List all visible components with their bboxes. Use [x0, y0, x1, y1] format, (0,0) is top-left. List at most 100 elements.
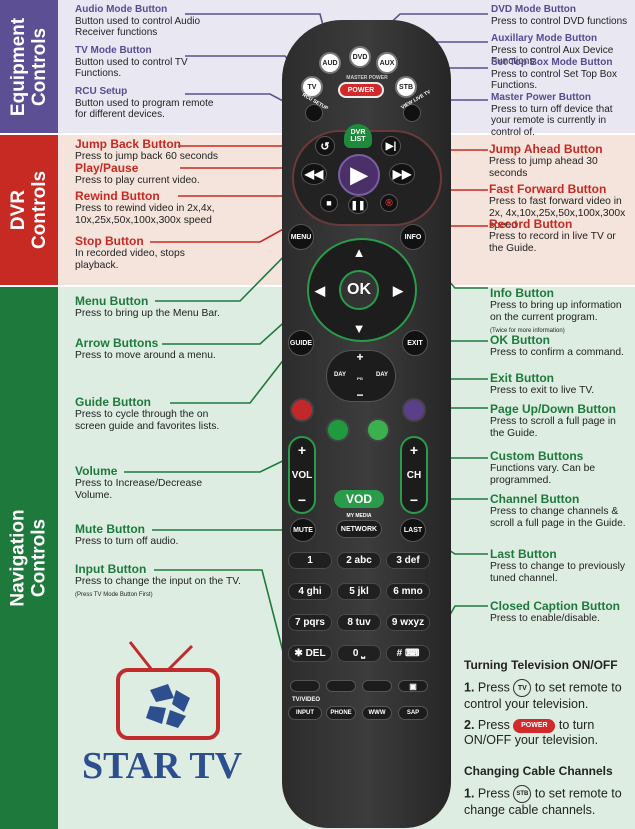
jump-back-button[interactable]: ↺ — [315, 136, 335, 156]
key-2[interactable]: 2 abc — [337, 552, 381, 569]
tv-logo-icon — [116, 641, 220, 740]
tv-video-caption: TV/VIDEO — [291, 697, 320, 703]
vod-button[interactable]: VOD — [334, 490, 384, 508]
www-button[interactable]: WWW — [362, 706, 392, 720]
view-live-tv-button[interactable] — [403, 104, 421, 122]
rcu-setup-button[interactable] — [305, 104, 323, 122]
logo-text: STAR TV — [82, 745, 243, 787]
network-button[interactable]: NETWORK — [336, 520, 382, 538]
stb-button[interactable]: STB — [395, 76, 417, 98]
custom-green-button-2[interactable] — [366, 418, 390, 442]
key-8[interactable]: 8 tuv — [337, 614, 381, 631]
equipment-heading: Equipment Controls — [8, 17, 51, 116]
key-del[interactable]: ✱ DEL — [288, 645, 332, 662]
my-media-caption: MY MEDIA — [346, 513, 372, 519]
custom-purple-button[interactable] — [402, 398, 426, 422]
arrow-up-button[interactable]: ▲ — [352, 244, 366, 260]
page-down-button[interactable]: − — [356, 388, 364, 402]
input-button[interactable]: INPUT — [288, 706, 322, 720]
page-up-button[interactable]: + — [356, 350, 364, 364]
dvr-tab: DVR Controls — [0, 135, 58, 285]
key-3[interactable]: 3 def — [386, 552, 430, 569]
power-button[interactable]: POWER — [338, 82, 384, 98]
channel-caption: CH — [406, 469, 422, 481]
key-7[interactable]: 7 pqrs — [288, 614, 332, 631]
key-4[interactable]: 4 ghi — [288, 583, 332, 600]
instructions-panel: Turning Television ON/OFF 1. Press TV to… — [464, 658, 634, 818]
navigation-heading: Navigation Controls — [8, 509, 50, 607]
arrow-right-button[interactable]: ▶ — [393, 283, 403, 298]
red-func-button-3[interactable] — [362, 680, 392, 692]
phone-button[interactable]: PHONE — [326, 706, 356, 720]
dvr-heading: DVR Controls — [8, 170, 50, 250]
aux-button[interactable]: AUX — [376, 52, 398, 74]
channel-down[interactable]: − — [409, 492, 419, 508]
custom-green-button-1[interactable] — [326, 418, 350, 442]
info-button[interactable]: INFO — [400, 224, 426, 250]
step-2: 2. Press POWER to turn ON/OFF your telev… — [464, 718, 599, 747]
channel-up[interactable]: + — [409, 442, 419, 458]
dvr-list-button[interactable]: DVR LIST — [344, 124, 372, 148]
volume-down[interactable]: − — [297, 492, 307, 508]
cable-title: Changing Cable Channels — [464, 764, 613, 778]
day-back-button[interactable]: DAY — [333, 372, 347, 378]
menu-button[interactable]: MENU — [288, 224, 314, 250]
play-button[interactable]: ▶ — [338, 154, 380, 196]
record-button[interactable]: ® — [380, 194, 398, 212]
key-6[interactable]: 6 mno — [386, 583, 430, 600]
key-hash[interactable]: # ⌨ — [386, 645, 430, 662]
tv-onoff-title: Turning Television ON/OFF — [464, 658, 618, 672]
ok-button[interactable]: OK — [339, 270, 379, 310]
stop-button[interactable]: ■ — [320, 194, 338, 212]
step-1: 1. Press TV to set remote to control you… — [464, 679, 622, 711]
key-1[interactable]: 1 — [288, 552, 332, 569]
master-power-caption: MASTER POWER — [346, 75, 388, 81]
channel-rocker[interactable]: + CH − — [400, 436, 428, 514]
key-9[interactable]: 9 wxyz — [386, 614, 430, 631]
key-5[interactable]: 5 jkl — [337, 583, 381, 600]
red-func-button-1[interactable] — [290, 680, 320, 692]
rewind-button[interactable]: ◀◀ — [301, 163, 327, 185]
volume-caption: VOL — [291, 469, 313, 481]
red-func-button-2[interactable] — [326, 680, 356, 692]
fast-forward-button[interactable]: ▶▶ — [389, 163, 415, 185]
closed-caption-button[interactable]: ▣ — [398, 680, 428, 692]
custom-red-button[interactable] — [290, 398, 314, 422]
arrow-down-button[interactable]: ▼ — [352, 320, 366, 336]
tv-inline-icon: TV — [513, 679, 532, 697]
guide-button[interactable]: GUIDE — [288, 330, 314, 356]
key-0[interactable]: 0 ⎵ — [337, 645, 381, 662]
tv-mode-button[interactable]: TV — [301, 76, 323, 98]
volume-up[interactable]: + — [297, 442, 307, 458]
star-tv-logo: STAR TV — [82, 640, 265, 790]
mute-button[interactable]: MUTE — [290, 518, 316, 542]
stb-inline-icon: STB — [513, 785, 532, 803]
exit-button[interactable]: EXIT — [402, 330, 428, 356]
step-3: 1. Press STB to set remote to change cab… — [464, 785, 622, 817]
volume-rocker[interactable]: + VOL − — [288, 436, 316, 514]
dvd-button[interactable]: DVD — [349, 46, 371, 68]
jump-ahead-button[interactable]: ▶| — [381, 136, 401, 156]
day-forward-button[interactable]: DAY — [375, 372, 389, 378]
pause-button[interactable]: ❚❚ — [348, 196, 368, 214]
arrow-left-button[interactable]: ◀ — [315, 283, 325, 298]
last-button[interactable]: LAST — [400, 518, 426, 542]
aud-button[interactable]: AUD — [319, 52, 341, 74]
sap-button[interactable]: SAP — [398, 706, 428, 720]
